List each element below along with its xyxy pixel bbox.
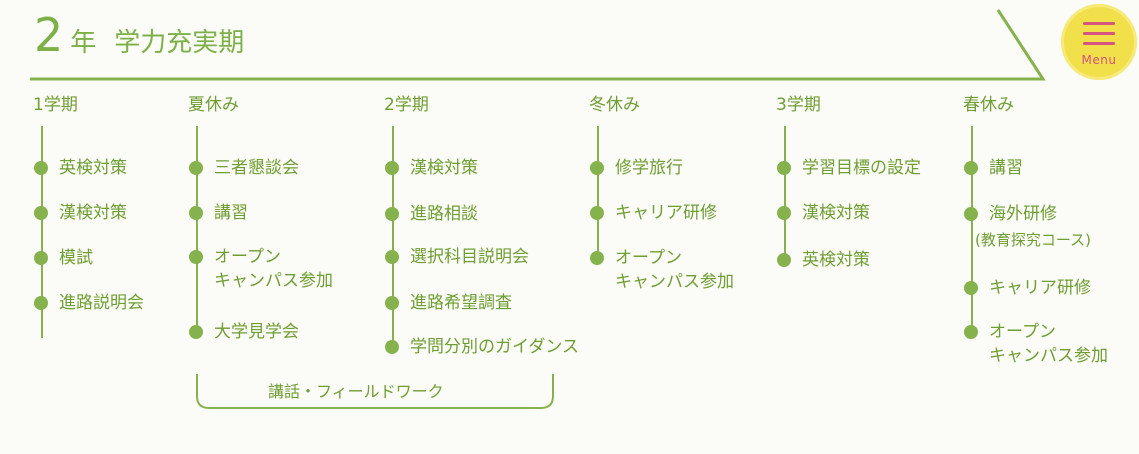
item-label: オープン (615, 248, 682, 268)
bullet-dot-icon (34, 161, 48, 175)
bullet-dot-icon (777, 206, 791, 220)
term-column-3: 2学期 漢検対策 進路相談 選択科目説明会 進路希望調査 学問分別のガイダンス (384, 90, 579, 357)
bullet-dot-icon (590, 161, 604, 175)
timeline-line (392, 126, 394, 348)
item-label: キャンパス参加 (615, 272, 734, 292)
term-column-2: 夏休み 三者懇談会 講習 オープン キャンパス参加 大学見学会 (188, 90, 333, 342)
bullet-dot-icon (385, 161, 399, 175)
bullet-dot-icon (385, 296, 399, 310)
item-label: (教育探究コース) (975, 231, 1091, 249)
item-label: オープン (989, 322, 1056, 342)
term-heading: 春休み (963, 95, 1014, 115)
item-label: 海外研修 (989, 204, 1057, 224)
term-heading: 3学期 (776, 95, 821, 115)
menu-button[interactable]: Menu (1061, 4, 1137, 80)
item-label: キャンパス参加 (989, 346, 1108, 366)
term-heading: 冬休み (589, 95, 640, 115)
bracket-label: 講話・フィールドワーク (268, 382, 444, 401)
bullet-dot-icon (189, 161, 203, 175)
item-label: 大学見学会 (214, 322, 299, 342)
item-label: 漢検対策 (410, 158, 478, 178)
item-label: 三者懇談会 (214, 158, 299, 178)
period-title: 学力充実期 (114, 28, 245, 58)
term-column-4: 冬休み 修学旅行 キャリア研修 オープン キャンパス参加 (589, 90, 734, 292)
bullet-dot-icon (964, 207, 978, 221)
term-column-1: 1学期 英検対策 漢検対策 模試 進路説明会 (33, 90, 144, 338)
item-label: 選択科目説明会 (410, 247, 529, 267)
bullet-dot-icon (964, 281, 978, 295)
menu-label: Menu (1081, 53, 1117, 67)
item-label: 講習 (214, 203, 248, 223)
hamburger-icon-bar (1083, 32, 1115, 35)
term-column-6: 春休み 講習 海外研修 (教育探究コース) キャリア研修 オープン キャンパス参… (963, 90, 1108, 366)
bullet-dot-icon (777, 253, 791, 267)
item-label: 修学旅行 (615, 158, 683, 178)
item-label: 模試 (59, 248, 93, 268)
bullet-dot-icon (189, 206, 203, 220)
year-suffix: 年 (70, 28, 97, 58)
timeline-line (597, 126, 599, 258)
term-heading: 1学期 (33, 95, 78, 115)
item-label: 進路説明会 (59, 293, 144, 313)
year-number: 2 (34, 8, 65, 62)
item-label: 進路希望調査 (410, 293, 512, 313)
header-arrow-line (30, 9, 1046, 81)
timeline-line (196, 126, 198, 334)
item-label: 漢検対策 (59, 203, 127, 223)
item-label: 学問分別のガイダンス (410, 337, 579, 357)
item-label: オープン (214, 247, 281, 267)
item-label: 進路相談 (410, 204, 478, 224)
bullet-dot-icon (777, 161, 791, 175)
item-label: 漢検対策 (802, 203, 870, 223)
bullet-dot-icon (964, 161, 978, 175)
hamburger-icon (1083, 22, 1115, 25)
bullet-dot-icon (189, 325, 203, 339)
item-label: キャリア研修 (615, 203, 717, 223)
bullet-dot-icon (964, 325, 978, 339)
term-column-5: 3学期 学習目標の設定 漢検対策 英検対策 (776, 90, 921, 270)
item-label: キャンパス参加 (214, 271, 333, 291)
timeline-line (784, 126, 786, 258)
item-label: キャリア研修 (989, 278, 1091, 298)
bullet-dot-icon (385, 340, 399, 354)
bullet-dot-icon (34, 251, 48, 265)
item-label: 英検対策 (59, 158, 127, 178)
bracket-line (196, 374, 554, 409)
hamburger-icon-bar (1083, 42, 1115, 45)
item-label: 英検対策 (802, 250, 870, 270)
item-label: 学習目標の設定 (802, 158, 921, 178)
timeline-line (971, 126, 973, 334)
bullet-dot-icon (385, 250, 399, 264)
term-heading: 夏休み (188, 95, 239, 115)
term-heading: 2学期 (384, 95, 429, 115)
bullet-dot-icon (590, 206, 604, 220)
bullet-dot-icon (385, 207, 399, 221)
bullet-dot-icon (189, 250, 203, 264)
item-label: 講習 (989, 158, 1023, 178)
bullet-dot-icon (34, 206, 48, 220)
bullet-dot-icon (34, 296, 48, 310)
bullet-dot-icon (590, 251, 604, 265)
timeline-line (41, 126, 43, 338)
